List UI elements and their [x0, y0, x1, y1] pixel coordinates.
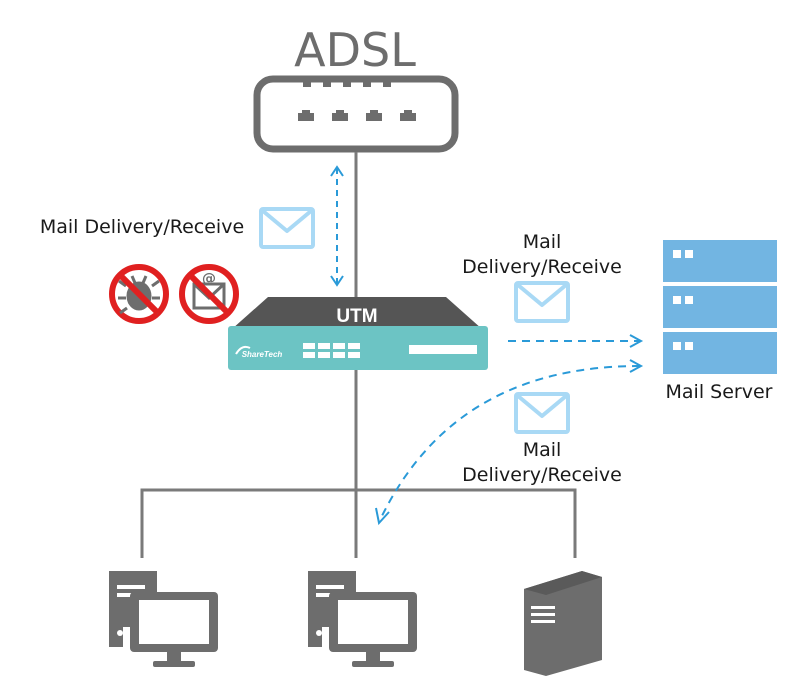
- spam-blocked-icon: @: [179, 264, 239, 324]
- tower-server-icon: [524, 571, 602, 676]
- envelope-icon: [514, 392, 570, 434]
- utm-device: UTM ShareTech: [228, 297, 488, 370]
- workstation-icon: [109, 571, 218, 667]
- virus-blocked-icon: [109, 264, 169, 324]
- brand-label: ShareTech: [242, 350, 283, 359]
- envelope-icon: [259, 207, 315, 249]
- dashed-flow-adsl: [330, 165, 344, 287]
- mail-server-icon: [663, 240, 777, 374]
- dashed-flow-utm-to-server: [508, 334, 644, 348]
- mail-delivery-left-label: Mail Delivery/Receive: [40, 216, 244, 238]
- mail-right-bottom-line1: Mail: [523, 439, 562, 461]
- adsl-label: ADSL: [294, 23, 416, 77]
- utm-display: [409, 345, 477, 354]
- network-lines: [140, 152, 577, 558]
- utm-ports: [303, 343, 360, 358]
- dashed-flow-server-to-lan: [375, 359, 644, 526]
- workstation-icon: [308, 571, 417, 667]
- adsl-modem-icon: [253, 75, 459, 153]
- envelope-icon: [514, 281, 570, 323]
- utm-label: UTM: [336, 306, 377, 327]
- mail-right-bottom-line2: Delivery/Receive: [462, 464, 622, 486]
- svg-text:@: @: [202, 271, 216, 287]
- mail-right-top-line2: Delivery/Receive: [462, 256, 622, 278]
- mail-right-top-line1: Mail: [523, 231, 562, 253]
- mail-server-label: Mail Server: [666, 381, 773, 403]
